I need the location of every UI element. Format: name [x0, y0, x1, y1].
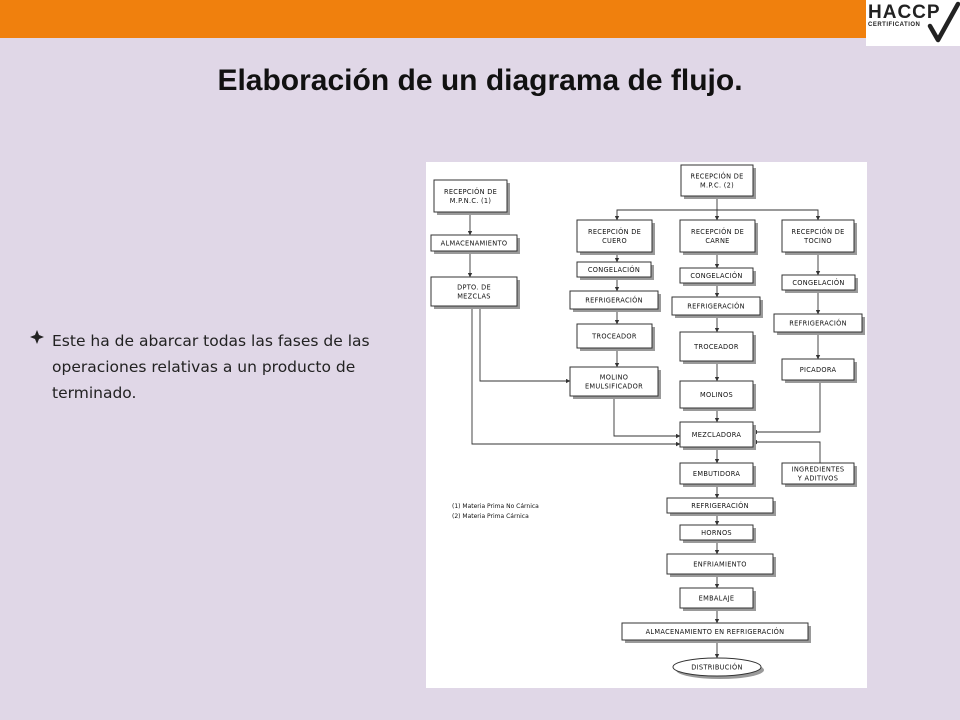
- node-label: REFRIGERACIÓN: [687, 301, 745, 310]
- flow-node-recepcion-mpc: RECEPCIÓN DEM.P.C. (2): [680, 164, 756, 199]
- node-label: M.P.C. (2): [700, 181, 734, 189]
- flow-connector: [717, 209, 821, 221]
- node-label: CONGELACIÓN: [792, 278, 844, 287]
- node-label: MOLINOS: [700, 391, 733, 399]
- node-label: REFRIGERACIÓN: [789, 318, 847, 327]
- flow-node-picadora: PICADORA: [781, 358, 857, 383]
- node-label: DPTO. DE: [457, 283, 491, 291]
- header-accent-bar: [0, 0, 866, 38]
- node-label: RECEPCIÓN DE: [588, 227, 641, 236]
- node-label: RECEPCIÓN DE: [791, 227, 844, 236]
- node-label: MEZCLAS: [457, 292, 491, 300]
- flow-diagram: RECEPCIÓN DEM.P.N.C. (1)ALMACENAMIENTODP…: [430, 164, 865, 679]
- node-label: Y ADITIVOS: [797, 474, 838, 482]
- flow-node-distribucion: DISTRIBUCIÓN: [672, 657, 764, 679]
- flow-connector: [752, 380, 821, 435]
- logo-text: HACCP: [868, 2, 941, 23]
- flow-node-hornos: HORNOS: [679, 524, 756, 543]
- node-label: PICADORA: [800, 366, 837, 374]
- flow-node-embalaje: EMBALAJE: [679, 587, 756, 611]
- flow-node-refrigeracion-3: REFRIGERACIÓN: [773, 313, 865, 335]
- node-label: CUERO: [602, 237, 627, 245]
- flow-node-molinos: MOLINOS: [679, 380, 756, 411]
- flow-node-enfriamiento: ENFRIAMIENTO: [666, 553, 776, 577]
- flow-node-recepcion-mpnc: RECEPCIÓN DEM.P.N.C. (1): [433, 179, 510, 215]
- legend-item: (1) Materia Prima No Cárnica: [452, 503, 539, 510]
- flow-connector: [614, 196, 718, 221]
- legend-item: (2) Materia Prima Cárnica: [452, 513, 529, 520]
- node-label: RECEPCIÓN DE: [444, 187, 497, 196]
- node-label: EMBALAJE: [699, 594, 735, 602]
- flow-node-embutidora: EMBUTIDORA: [679, 462, 756, 487]
- node-label: EMULSIFICADOR: [585, 382, 643, 390]
- node-label: CONGELACIÓN: [690, 271, 742, 280]
- node-label: ALMACENAMIENTO EN REFRIGERACIÓN: [646, 627, 785, 636]
- node-label: DISTRIBUCIÓN: [691, 662, 742, 671]
- flow-node-refrigeracion-1: REFRIGERACIÓN: [569, 290, 661, 312]
- bullet-item: Este ha de abarcar todas las fases de la…: [30, 328, 410, 406]
- logo-subtext: CERTIFICATION: [868, 22, 921, 28]
- flow-connector: [752, 439, 821, 463]
- flow-connector: [471, 306, 681, 447]
- node-label: INGREDIENTES: [792, 465, 845, 473]
- node-label: CONGELACIÓN: [588, 265, 640, 274]
- node-label: MEZCLADORA: [692, 431, 742, 439]
- slide-title: Elaboración de un diagrama de flujo.: [217, 64, 743, 97]
- node-label: CARNE: [705, 237, 729, 245]
- flow-node-almacenamiento: ALMACENAMIENTO: [430, 234, 520, 254]
- node-label: MOLINO: [600, 373, 628, 381]
- node-label: ENFRIAMIENTO: [693, 560, 746, 568]
- flow-node-troceador-1: TROCEADOR: [576, 323, 655, 351]
- flow-node-congelacion-3: CONGELACIÓN: [781, 274, 858, 293]
- node-label: HORNOS: [701, 529, 732, 537]
- node-label: TOCINO: [803, 237, 832, 245]
- checkmark-icon: [927, 1, 960, 43]
- node-label: TROCEADOR: [591, 332, 637, 340]
- node-label: ALMACENAMIENTO: [441, 239, 508, 247]
- node-label: EMBUTIDORA: [693, 470, 740, 478]
- diamond-bullet-icon: [30, 330, 44, 344]
- flow-node-congelacion-2: CONGELACIÓN: [679, 267, 756, 286]
- node-label: REFRIGERACIÓN: [585, 295, 643, 304]
- haccp-logo: HACCP CERTIFICATION: [866, 0, 960, 46]
- node-label: RECEPCIÓN DE: [690, 171, 743, 180]
- node-label: REFRIGERACIÓN: [691, 501, 749, 510]
- node-label: M.P.N.C. (1): [450, 197, 492, 205]
- bullet-text: Este ha de abarcar todas las fases de la…: [52, 332, 370, 402]
- flow-connector: [613, 396, 681, 439]
- node-label: RECEPCIÓN DE: [691, 227, 744, 236]
- flow-node-almacenamiento-refrigeracion: ALMACENAMIENTO EN REFRIGERACIÓN: [621, 622, 811, 643]
- flow-connector: [479, 306, 571, 384]
- node-label: TROCEADOR: [693, 343, 739, 351]
- flow-node-mezcladora: MEZCLADORA: [679, 421, 756, 450]
- flow-node-congelacion-1: CONGELACIÓN: [576, 261, 654, 280]
- flow-node-refrigeracion-2: REFRIGERACIÓN: [671, 296, 763, 318]
- flow-node-troceador-2: TROCEADOR: [679, 331, 756, 364]
- flow-node-refrigeracion-4: REFRIGERACIÓN: [666, 497, 776, 516]
